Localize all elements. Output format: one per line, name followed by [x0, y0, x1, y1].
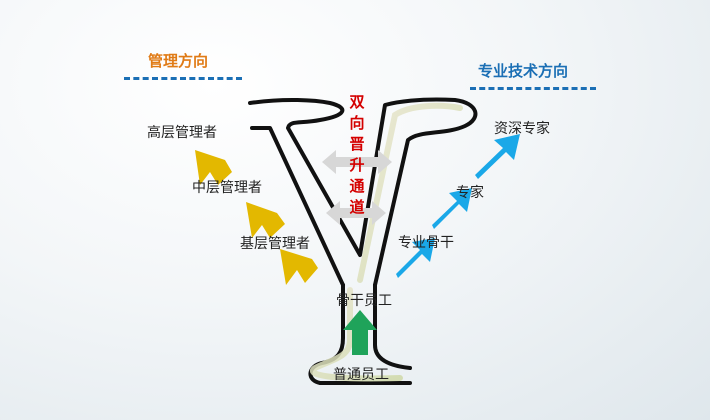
- management-direction-heading: 管理方向: [148, 52, 209, 70]
- technical-arrow-2: [432, 188, 472, 229]
- technical-level-core: 专业骨干: [398, 235, 454, 251]
- double-arrow-lower: [326, 201, 386, 225]
- management-level-senior: 高层管理者: [147, 125, 217, 141]
- technical-arrows: [396, 134, 520, 278]
- base-arrow: [343, 310, 377, 355]
- double-arrows: [322, 150, 392, 225]
- technical-level-expert: 专家: [456, 185, 484, 201]
- technical-heading-underline: [470, 87, 596, 90]
- management-level-basic: 基层管理者: [240, 236, 310, 252]
- regular-staff-label: 普通员工: [333, 367, 389, 383]
- management-level-middle: 中层管理者: [192, 180, 262, 196]
- management-arrow-2: [246, 202, 285, 238]
- management-heading-underline: [124, 77, 242, 80]
- ribbon-highlight: [310, 102, 463, 382]
- technical-level-senior-expert: 资深专家: [494, 121, 550, 137]
- management-arrow-1: [280, 249, 318, 285]
- technical-direction-heading: 专业技术方向: [478, 62, 569, 80]
- center-text: 双向晋升通道: [349, 93, 365, 216]
- management-arrows: [195, 150, 318, 285]
- technical-arrow-1: [396, 238, 435, 278]
- double-arrow-upper: [322, 150, 392, 174]
- core-staff-label: 骨干员工: [336, 293, 392, 309]
- technical-arrow-3: [475, 134, 520, 179]
- management-arrow-3: [195, 150, 232, 185]
